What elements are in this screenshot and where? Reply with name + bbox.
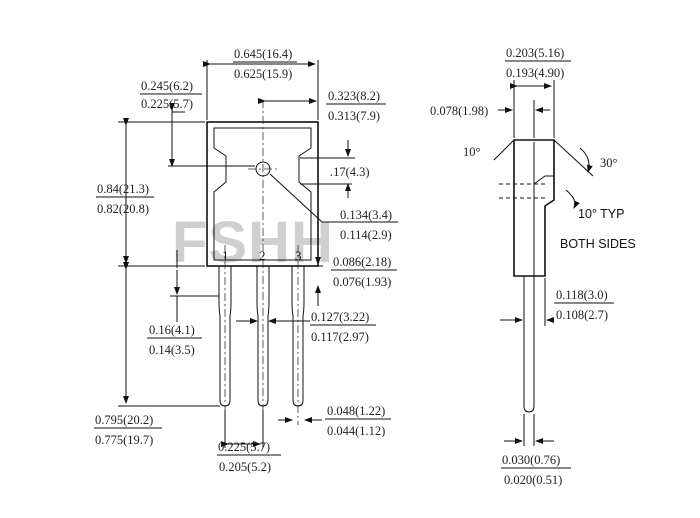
dim-width-min: 0.625(15.9) [234,67,292,81]
side-lead [523,276,535,413]
dim-body-height-max: 0.84(21.3) [97,182,149,196]
angle-line [493,139,515,161]
lead-1 [218,266,232,407]
dim-tab-thk: 0.078(1.98) [430,104,488,118]
dim-lead-thk-min: 0.044(1.12) [327,424,385,438]
dim-hole-dia-min: 0.114(2.9) [340,228,392,242]
dim-lead-length-max: 0.795(20.2) [95,413,153,427]
dim-lead-off-min: 0.108(2.7) [556,308,608,322]
chamfer-line [533,175,554,185]
dim-lead-length-min: 0.775(19.7) [95,433,153,447]
dim-hole-offset-max: 0.323(8.2) [328,89,380,103]
dim-body-thk-max: 0.203(5.16) [506,46,564,60]
angle-line [553,139,594,177]
dim-lead-thk-max: 0.048(1.22) [327,404,385,418]
dim-side-lead-max: 0.030(0.76) [502,453,560,467]
dim-lead-stub-max: 0.16(4.1) [149,323,195,337]
dim-width-max: 0.645(16.4) [234,47,292,61]
dim-hole-dia-max: 0.134(3.4) [340,208,392,222]
lead-3 [291,266,305,407]
dim-side-lead-min: 0.020(0.51) [504,473,562,487]
package-body-outline [206,121,319,267]
angle-top: 10° [463,145,481,159]
angle-arc-typ [565,189,580,209]
side-view: 0.203(5.16) 0.193(4.90) 0.078(1.98) 10° … [430,46,636,487]
front-view: FSHH 1 2 3 0.645(16.4) 0.625(15.9) 0.245… [94,47,398,474]
dim-body-thk-min: 0.193(4.90) [506,66,564,80]
dim-shoulder-min: 0.076(1.93) [333,275,391,289]
dim-lead-stub-min: 0.14(3.5) [149,343,195,357]
pin-label-2: 2 [259,248,266,263]
package-body-inner-outline [213,127,312,261]
leader-hole-dia [269,173,323,223]
dim-hole-height: .17(4.3) [330,165,370,179]
dim-tab-max: 0.245(6.2) [141,79,193,93]
dim-hole-offset-min: 0.313(7.9) [328,109,380,123]
angle-arc [579,147,593,173]
dim-body-height-min: 0.82(20.8) [97,202,149,216]
lead-2 [256,266,270,407]
watermark-text: FSHH [172,210,334,275]
dim-lead-width-max: 0.127(3.22) [311,310,369,324]
note-both-sides: BOTH SIDES [560,237,636,251]
dim-lead-width-min: 0.117(2.97) [311,330,369,344]
dim-tab-min: 0.225(5.7) [141,97,193,111]
dim-shoulder-max: 0.086(2.18) [333,255,391,269]
pin-label-3: 3 [295,248,302,263]
angle-right: 30° [600,156,618,170]
dim-pitch-max: 0.225(5.7) [218,440,270,454]
dim-lead-off-max: 0.118(3.0) [556,288,608,302]
dim-pitch-min: 0.205(5.2) [219,460,271,474]
angle-typ: 10° TYP [578,207,624,221]
pin-label-1: 1 [222,248,229,263]
